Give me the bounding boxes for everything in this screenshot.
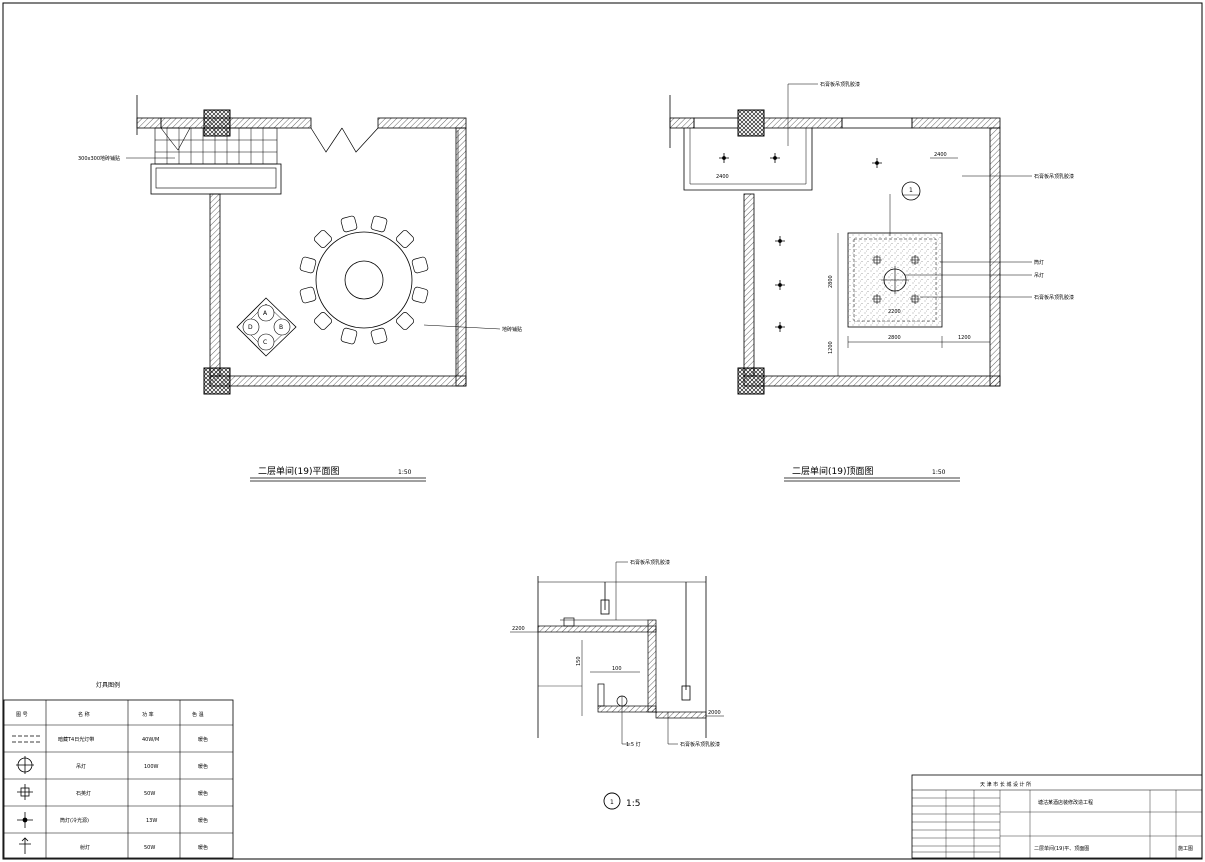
wall-left [209,193,221,377]
legend-row-power: 50W [144,845,155,851]
label-floor: 地砖铺贴 [502,326,522,333]
wall-bottom [209,375,467,387]
dim-2200: 2200 [888,309,901,315]
table-mark-d: D [248,324,253,331]
table-mark-b: B [279,324,283,331]
label-tile: 300x300地砖铺贴 [78,155,120,162]
wall-top-right [377,117,467,129]
chair [340,327,358,345]
floor-plan: 300x300地砖铺贴 地砖铺贴 A B C D 二层单间(19)平面图 1:5… [78,95,522,482]
dim-1200: 1200 [958,335,971,341]
detail-label-left: 1:5 灯 [626,741,641,748]
legend-row-temp: 暖色 [198,790,208,797]
chair [370,215,388,233]
ceiling-label-panel: 石膏板吊顶乳胶漆 [1034,294,1074,301]
project-name: 塘沽某酒店装修改造工程 [1038,799,1093,806]
legend-header-temp: 色 温 [192,711,204,718]
section-detail: 2200 2000 100 150 石膏板吊顶乳胶漆 1:5 灯 石膏板吊顶乳胶… [510,559,724,810]
detail-label-top: 石膏板吊顶乳胶漆 [630,559,670,566]
legend-row-name: 石英灯 [76,790,91,797]
legend-row-name: 吊灯 [76,763,86,770]
legend-title: 灯具图例 [96,681,120,689]
table-mark-c: C [263,339,267,346]
ceiling-label-lamp2: 吊灯 [1034,272,1044,279]
legend-row-name: 射灯 [80,844,90,851]
wall-top-mid [160,117,312,129]
wall-right [455,127,467,387]
downlight-icons [719,153,882,332]
dim-2400-a: 2400 [716,174,729,180]
recessed-downlight-icon [17,812,33,828]
legend-header-name: 名 称 [78,711,90,718]
chair [396,229,415,248]
ceiling-label-right: 石膏板吊顶乳胶漆 [1034,173,1074,180]
detail-dim-right: 2000 [708,710,721,716]
legend-row-temp: 暖色 [198,844,208,851]
legend-row-temp: 暖色 [198,763,208,770]
tea-table: A B C D [236,297,297,357]
chair [299,256,317,274]
detail-scale: 1:5 [626,799,640,809]
ceiling-label-top: 石膏板吊顶乳胶漆 [820,81,860,88]
lamp-legend: 灯具图例 图 号 名 称 功 率 色 温 暗藏T4日光灯带 40 [3,681,234,859]
legend-row-power: 40W/M [142,737,159,743]
chairs [299,215,429,345]
chair [299,286,317,304]
detail-label-right: 石膏板吊顶乳胶漆 [680,741,720,748]
title-block: 天 津 市 长 城 设 计 所 塘沽某酒店装修改造工程 二层单间(19)平、顶面… [911,774,1203,859]
legend-row-temp: 暖色 [198,736,208,743]
chair [340,215,358,233]
wall-top-left [136,117,162,129]
table-mark-a: A [263,310,268,317]
chair [411,256,429,274]
legend-row-name: 筒灯(冷光源) [60,817,89,824]
ceiling-scale: 1:50 [932,469,946,476]
drawing-stamp: 施工图 [1178,845,1193,852]
ceiling-plan: 2400 2400 石膏板吊顶乳胶漆 石膏板吊顶乳胶漆 1 [669,81,1074,482]
dim-2800-v: 2800 [828,275,834,288]
detail-dim-mid: 100 [612,666,622,672]
chair [313,312,332,331]
quartz-lamps [872,255,920,304]
legend-row-power: 50W [144,791,155,797]
detail-mark: 1 [610,799,614,806]
chair [411,286,429,304]
legend-row-power: 100W [144,764,159,770]
drawing-name: 二层单间(19)平、顶面图 [1034,845,1089,852]
detail-dim-v: 150 [576,656,582,666]
legend-row-name: 暗藏T4日光灯带 [58,736,94,743]
column-bottom [203,367,231,395]
chair [396,312,415,331]
dim-2400-b: 2400 [934,152,947,158]
legend-header-no: 图 号 [16,712,28,718]
chair [313,229,332,248]
section-mark: 1 [909,187,913,194]
chair [370,327,388,345]
spot-lamp-icon [19,837,31,854]
legend-header-power: 功 率 [142,711,154,718]
sideboard [150,163,282,195]
plan-caption: 二层单间(19)平面图 [258,465,339,477]
pendant-lamp-icon [16,756,34,774]
legend-row-temp: 暖色 [198,817,208,824]
legend-row-power: 13W [146,818,157,824]
detail-dim-left: 2200 [512,626,525,632]
dim-2800-h: 2800 [888,335,901,341]
column-top [203,109,231,137]
plan-scale: 1:50 [398,469,412,476]
grille-lamp-icon [17,784,33,800]
round-table [299,215,429,345]
fluorescent-strip-icon [12,735,40,743]
ceiling-label-lamp1: 筒灯 [1034,259,1044,266]
institute-name: 天 津 市 长 城 设 计 所 [980,781,1031,788]
dim-1200-v: 1200 [828,341,834,354]
ceiling-caption: 二层单间(19)顶面图 [792,465,873,477]
